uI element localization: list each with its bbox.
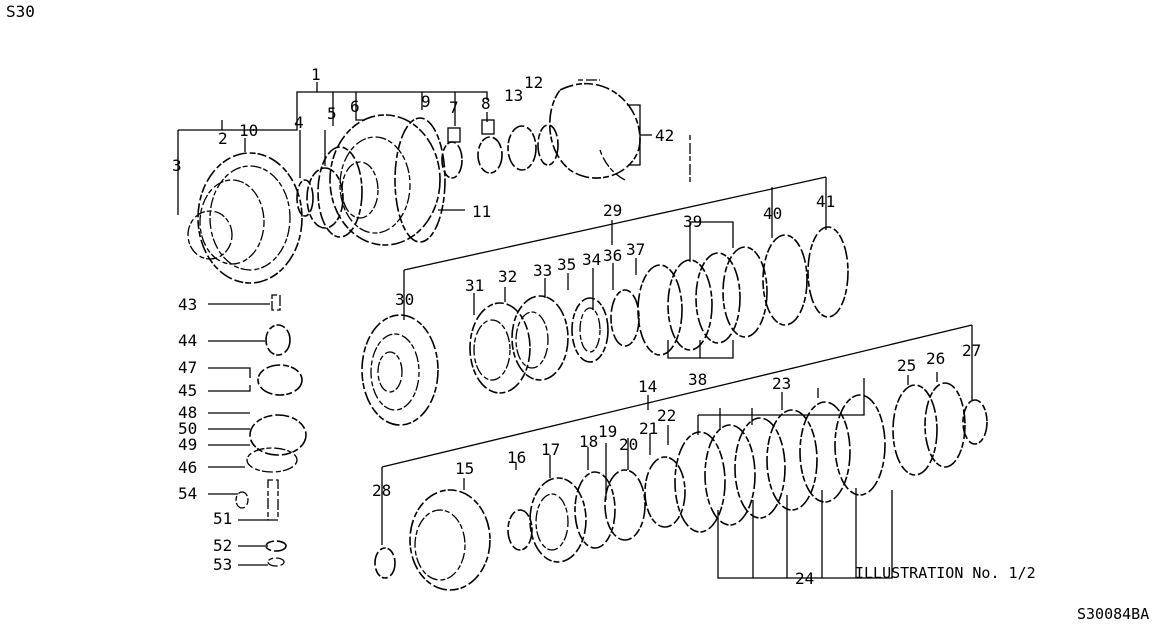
- group-1-parts: [187, 79, 691, 284]
- illustration-note: ILLUSTRATION No. 1/2: [855, 564, 1036, 582]
- callout-33: 33: [533, 261, 552, 280]
- callout-2: 2: [218, 129, 228, 148]
- callout-1: 1: [311, 65, 321, 84]
- callout-3: 3: [172, 156, 182, 175]
- group-29-parts: [361, 226, 849, 426]
- callout-labels: 1 2 3 4 5 6 7 8 9 10 11 12 13 14 15 16 1…: [172, 65, 981, 588]
- callout-26: 26: [926, 349, 945, 368]
- callout-24: 24: [795, 569, 814, 588]
- callout-9: 9: [421, 92, 431, 111]
- callout-5: 5: [327, 104, 337, 123]
- left-stack-leader-lines: [208, 303, 270, 566]
- callout-28: 28: [372, 481, 391, 500]
- drawing-id: S30084BA: [1077, 605, 1149, 623]
- callout-32: 32: [498, 267, 517, 286]
- group-14-leader-lines: [381, 324, 973, 579]
- callout-4: 4: [294, 113, 304, 132]
- callout-29: 29: [603, 201, 622, 220]
- callout-20: 20: [619, 435, 638, 454]
- callout-16: 16: [507, 448, 526, 467]
- callout-18: 18: [579, 432, 598, 451]
- callout-8: 8: [481, 94, 491, 113]
- callout-7: 7: [449, 98, 459, 117]
- callout-43: 43: [178, 295, 197, 314]
- callout-36: 36: [603, 246, 622, 265]
- callout-30: 30: [395, 290, 414, 309]
- callout-51: 51: [213, 509, 232, 528]
- callout-46: 46: [178, 458, 197, 477]
- callout-37: 37: [626, 240, 645, 259]
- callout-48: 48: [178, 403, 197, 422]
- callout-35: 35: [557, 255, 576, 274]
- group-29-leader-lines: [403, 176, 827, 359]
- callout-42: 42: [655, 126, 674, 145]
- callout-52: 52: [213, 536, 232, 555]
- callout-34: 34: [582, 250, 601, 269]
- callout-41: 41: [816, 192, 835, 211]
- group-14-parts: [374, 382, 988, 591]
- left-stack-parts: [235, 294, 307, 567]
- callout-53: 53: [213, 555, 232, 574]
- callout-19: 19: [598, 422, 617, 441]
- callout-31: 31: [465, 276, 484, 295]
- callout-40: 40: [763, 204, 782, 223]
- callout-6: 6: [350, 97, 360, 116]
- callout-22: 22: [657, 406, 676, 425]
- callout-14: 14: [638, 377, 657, 396]
- callout-12: 12: [524, 73, 543, 92]
- callout-45: 45: [178, 381, 197, 400]
- callout-23: 23: [772, 374, 791, 393]
- callout-17: 17: [541, 440, 560, 459]
- callout-15: 15: [455, 459, 474, 478]
- callout-38: 38: [688, 370, 707, 389]
- callout-10: 10: [239, 121, 258, 140]
- callout-47: 47: [178, 358, 197, 377]
- callout-44: 44: [178, 331, 197, 350]
- callout-21: 21: [639, 419, 658, 438]
- callout-11: 11: [472, 202, 491, 221]
- group-1-leader-lines: [177, 82, 652, 215]
- page-code: S30: [6, 2, 35, 21]
- callout-25: 25: [897, 356, 916, 375]
- callout-13: 13: [504, 86, 523, 105]
- callout-50: 50: [178, 419, 197, 438]
- callout-54: 54: [178, 484, 197, 503]
- callout-39: 39: [683, 212, 702, 231]
- callout-49: 49: [178, 435, 197, 454]
- callout-27: 27: [962, 341, 981, 360]
